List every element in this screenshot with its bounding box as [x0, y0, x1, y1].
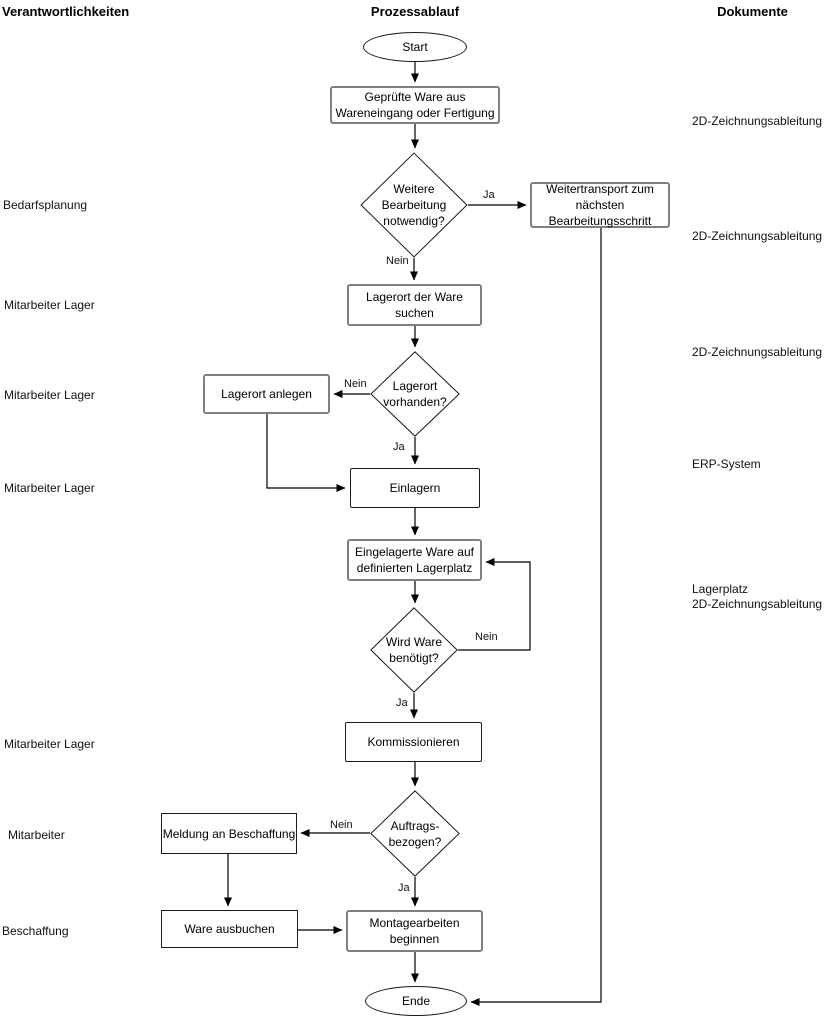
- document-label: Lagerplatz: [692, 582, 749, 596]
- decision-label: Auftrags-bezogen?: [388, 818, 442, 849]
- flow-node-ware-ausbuchen: Ware ausbuchen: [161, 910, 298, 948]
- responsibility-label: Beschaffung: [2, 924, 69, 938]
- edge-label-nein: Nein: [344, 378, 367, 390]
- document-label: 2D-Zeichnungsableitung: [692, 597, 823, 611]
- header-process: Prozessablauf: [370, 4, 460, 19]
- flow-decision-auftragsbezogen: Auftrags-bezogen?: [370, 790, 460, 877]
- edge-label-nein: Nein: [386, 255, 409, 267]
- responsibility-label: Mitarbeiter Lager: [4, 481, 95, 495]
- edge-label-ja: Ja: [483, 189, 495, 201]
- document-label: 2D-Zeichnungsableitung: [692, 345, 823, 359]
- diamond-shape: [370, 607, 458, 693]
- edge-label-ja: Ja: [398, 882, 410, 894]
- flow-node-lagerort-suchen: Lagerort der Ware suchen: [347, 284, 482, 326]
- edge-label-nein: Nein: [330, 819, 353, 831]
- flow-node-gepruefte-ware: Geprüfte Ware aus Wareneingang oder Fert…: [330, 86, 500, 124]
- flow-decision-wird-ware-benoetigt: Wird Ware benötigt?: [370, 607, 458, 693]
- document-label: 2D-Zeichnungsableitung: [692, 229, 823, 243]
- diamond-shape: [370, 351, 460, 437]
- edge-label-ja: Ja: [396, 697, 408, 709]
- decision-label: Lagerort vorhanden?: [383, 379, 447, 409]
- decision-label: Wird Ware benötigt?: [385, 635, 443, 665]
- document-label: ERP-System: [692, 457, 761, 471]
- flow-node-ende: Ende: [365, 986, 467, 1016]
- diamond-shape: [360, 152, 468, 258]
- edge-label-nein: Nein: [475, 631, 498, 643]
- flow-node-montagearbeiten: Montagearbeiten beginnen: [346, 910, 483, 952]
- flow-node-einlagern: Einlagern: [350, 468, 480, 508]
- responsibility-label: Mitarbeiter: [8, 828, 65, 842]
- header-responsibilities: Verantwortlichkeiten: [2, 4, 130, 19]
- flow-node-eingelagerte-ware: Eingelagerte Ware auf definierten Lagerp…: [347, 539, 482, 581]
- responsibility-label: Bedarfsplanung: [3, 198, 88, 212]
- header-documents: Dokumente: [717, 4, 788, 19]
- flow-decision-lagerort-vorhanden: Lagerort vorhanden?: [370, 351, 460, 437]
- edge-label-ja: Ja: [393, 441, 405, 453]
- diamond-shape: [370, 790, 460, 877]
- flow-node-weitertransport: Weitertransport zum nächsten Bearbeitung…: [530, 182, 670, 228]
- flow-node-meldung-beschaffung: Meldung an Beschaffung: [161, 813, 297, 854]
- flow-node-start: Start: [363, 32, 467, 62]
- responsibility-label: Mitarbeiter Lager: [4, 388, 95, 402]
- flow-node-kommissionieren: Kommissionieren: [345, 722, 482, 762]
- flow-node-lagerort-anlegen: Lagerort anlegen: [203, 374, 330, 414]
- flow-decision-weitere-bearbeitung: Weitere Bearbeitung notwendig?: [360, 152, 468, 258]
- document-label: 2D-Zeichnungsableitung: [692, 114, 823, 128]
- responsibility-label: Mitarbeiter Lager: [4, 298, 95, 312]
- responsibility-label: Mitarbeiter Lager: [4, 737, 95, 751]
- decision-label: Weitere Bearbeitung notwendig?: [381, 182, 447, 228]
